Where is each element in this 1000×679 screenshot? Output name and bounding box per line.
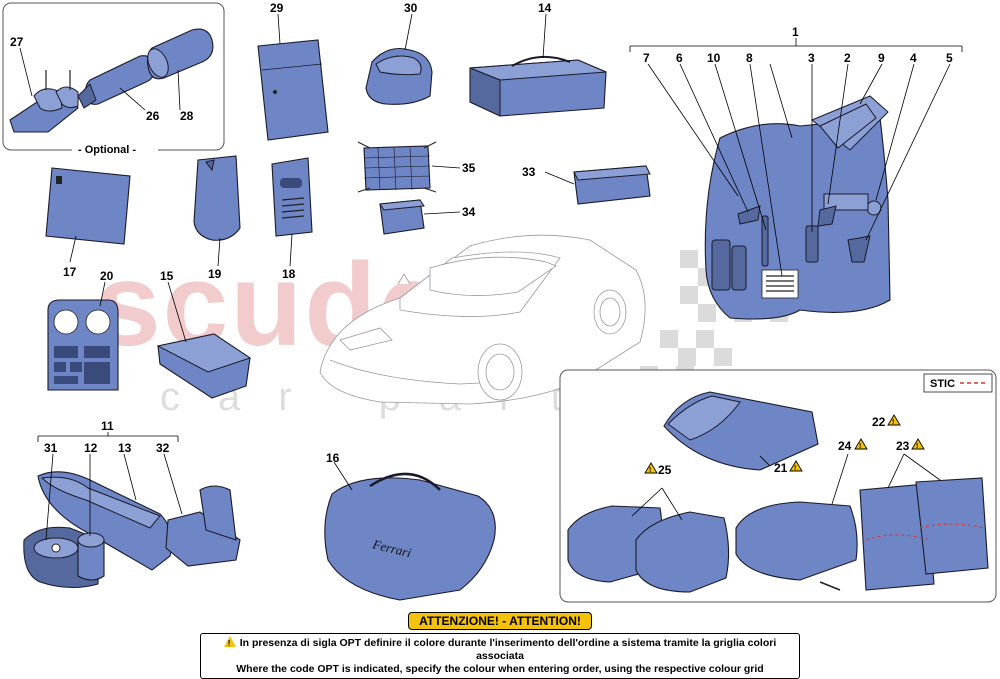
storage-bag bbox=[365, 13, 433, 105]
attention-line-it: !In presenza di sigla OPT definire il co… bbox=[209, 636, 791, 663]
tyre-repair-kit bbox=[23, 432, 241, 588]
warning-triangle-icon: ! bbox=[223, 636, 236, 648]
attention-text-it: In presenza di sigla OPT definire il col… bbox=[239, 637, 777, 662]
callout-18: 18 bbox=[282, 267, 296, 281]
tool-roll-kit bbox=[629, 38, 963, 320]
car-cover-bag: Ferrari bbox=[324, 461, 496, 601]
attention-line-en: Where the code OPT is indicated, specify… bbox=[236, 663, 764, 675]
callout-29: 29 bbox=[270, 1, 284, 15]
optional-label-bg bbox=[72, 142, 158, 156]
callout-15: 15 bbox=[160, 269, 174, 283]
callout-11: 11 bbox=[101, 419, 114, 433]
owners-manual bbox=[45, 167, 131, 263]
extinguisher-bracket bbox=[9, 70, 79, 133]
document-wallet bbox=[257, 13, 329, 141]
callout-30: 30 bbox=[404, 1, 418, 15]
weekend-bag-2 bbox=[635, 511, 730, 593]
callout-12: 12 bbox=[84, 441, 98, 455]
callout-26: 26 bbox=[146, 109, 160, 123]
callout-28: 28 bbox=[180, 109, 194, 123]
attention-title: ATTENZIONE! - ATTENTION! bbox=[408, 612, 592, 630]
duffel-bag bbox=[735, 501, 858, 581]
callout-33: 33 bbox=[522, 165, 536, 179]
attention-notice: ATTENZIONE! - ATTENTION! !In presenza di… bbox=[200, 612, 800, 679]
instruction-card bbox=[271, 157, 313, 267]
callout-24: 24 bbox=[838, 439, 852, 453]
small-case bbox=[379, 199, 461, 235]
callout-19: 19 bbox=[208, 267, 222, 281]
warning-triangle-icon: ! bbox=[644, 462, 658, 474]
callout-13: 13 bbox=[118, 441, 132, 455]
callout-7: 7 bbox=[643, 51, 650, 65]
car-outline bbox=[319, 234, 646, 405]
stic-legend bbox=[923, 373, 993, 393]
optional-extinguisher-group: - Optional - bbox=[2, 2, 225, 156]
warning-triangle-icons: ! ! ! ! ! bbox=[644, 414, 925, 474]
stic-label: STIC bbox=[930, 378, 955, 390]
callout-25: 25 bbox=[658, 463, 672, 477]
svg-text:!: ! bbox=[794, 465, 796, 472]
attention-box: !In presenza di sigla OPT definire il co… bbox=[200, 633, 800, 679]
suitcase-1 bbox=[859, 483, 935, 591]
warning-triangle-icon: ! bbox=[887, 414, 901, 426]
extinguisher-cover bbox=[146, 28, 214, 80]
warning-triangle-icon: ! bbox=[911, 438, 925, 450]
warning-triangle-icon: ! bbox=[789, 460, 803, 472]
svg-text:!: ! bbox=[916, 443, 918, 450]
callout-2: 2 bbox=[844, 51, 851, 65]
suitcase-2 bbox=[915, 477, 989, 575]
svg-text:!: ! bbox=[859, 443, 861, 450]
callout-5: 5 bbox=[946, 51, 953, 65]
callout-10: 10 bbox=[707, 51, 721, 65]
document-pouch bbox=[193, 155, 241, 267]
svg-text:!: ! bbox=[649, 467, 651, 474]
luggage-net bbox=[357, 141, 461, 193]
callout-27: 27 bbox=[10, 35, 24, 49]
tool-bag bbox=[469, 13, 607, 117]
callout-1: 1 bbox=[792, 25, 799, 39]
callout-numbers: 27 26 28 29 30 14 1 7 6 10 8 3 2 9 4 5 3… bbox=[10, 1, 953, 477]
callout-3: 3 bbox=[808, 51, 815, 65]
tool-case bbox=[544, 165, 651, 205]
callout-32: 32 bbox=[156, 441, 170, 455]
car-cover-case bbox=[156, 281, 252, 399]
callout-21: 21 bbox=[774, 461, 788, 475]
callout-20: 20 bbox=[100, 269, 114, 283]
callout-31: 31 bbox=[44, 441, 58, 455]
sticker-sheet bbox=[47, 281, 119, 391]
callout-34: 34 bbox=[462, 205, 476, 219]
callout-23: 23 bbox=[896, 439, 910, 453]
callout-14: 14 bbox=[538, 1, 552, 15]
luggage-set-group: STIC bbox=[559, 369, 997, 603]
callout-8: 8 bbox=[746, 51, 753, 65]
callout-9: 9 bbox=[878, 51, 885, 65]
warning-triangle-icon: ! bbox=[854, 438, 868, 450]
parts-diagram: scuderia car parts - Optional - bbox=[2, 1, 997, 603]
callout-35: 35 bbox=[462, 161, 476, 175]
callout-16: 16 bbox=[326, 451, 340, 465]
callout-6: 6 bbox=[676, 51, 683, 65]
callout-22: 22 bbox=[872, 415, 886, 429]
svg-text:!: ! bbox=[892, 419, 894, 426]
callout-4: 4 bbox=[910, 51, 917, 65]
callout-17: 17 bbox=[63, 265, 77, 279]
optional-label: - Optional - bbox=[78, 144, 136, 156]
